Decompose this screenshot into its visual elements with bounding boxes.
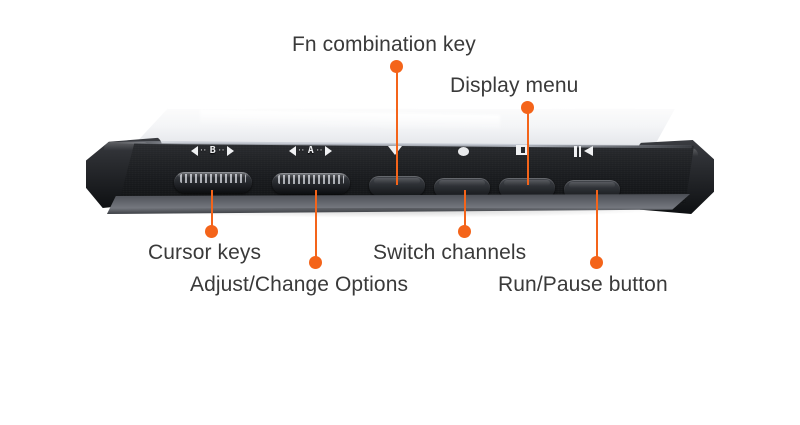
callout-label-adjust-change-options: Adjust/Change Options xyxy=(190,273,409,296)
adjust-encoder-wheel[interactable] xyxy=(272,173,350,194)
callout-dot-display-menu xyxy=(521,101,534,114)
handheld-oscilloscope-device: ··B·· ··A·· xyxy=(86,108,714,226)
wheel-sheen xyxy=(276,173,346,179)
callout-leader-line-adjust-change-options xyxy=(315,190,317,260)
callout-leader-line-display-menu xyxy=(527,111,529,185)
switch-channels-button[interactable] xyxy=(434,178,490,198)
callout-label-switch-channels: Switch channels xyxy=(373,241,527,264)
callout-dot-fn-combination-key xyxy=(390,60,403,73)
device-base-edge xyxy=(106,194,691,214)
callout-leader-line-switch-channels xyxy=(464,190,466,228)
record-dot-icon xyxy=(458,147,469,158)
screen-highlight xyxy=(200,109,500,131)
callout-dot-switch-channels xyxy=(458,225,471,238)
device-drop-shadow xyxy=(116,208,676,218)
callout-dot-cursor-keys xyxy=(205,225,218,238)
callout-dot-adjust-change-options xyxy=(309,256,322,269)
callout-leader-line-run-pause-button xyxy=(596,190,598,260)
wheel-sheen xyxy=(178,172,248,178)
callout-label-cursor-keys: Cursor keys xyxy=(148,241,262,264)
callout-dot-run-pause-button xyxy=(590,256,603,269)
callout-label-run-pause-button: Run/Pause button xyxy=(498,273,668,296)
pause-play-icon xyxy=(574,146,593,159)
cursor-encoder-wheel[interactable] xyxy=(174,172,252,193)
cursor-b-icon: ··B·· xyxy=(191,146,234,158)
display-menu-square-icon xyxy=(516,145,527,157)
cursor-a-icon: ··A·· xyxy=(289,146,332,158)
callout-label-display-menu: Display menu xyxy=(450,74,579,97)
callout-leader-line-fn-combination-key xyxy=(396,70,398,185)
callout-label-fn-combination-key: Fn combination key xyxy=(292,33,476,56)
wheel-ribs xyxy=(180,174,246,183)
wheel-ribs xyxy=(278,175,344,184)
triangle-down-icon xyxy=(388,146,402,157)
callout-leader-line-cursor-keys xyxy=(211,190,213,228)
